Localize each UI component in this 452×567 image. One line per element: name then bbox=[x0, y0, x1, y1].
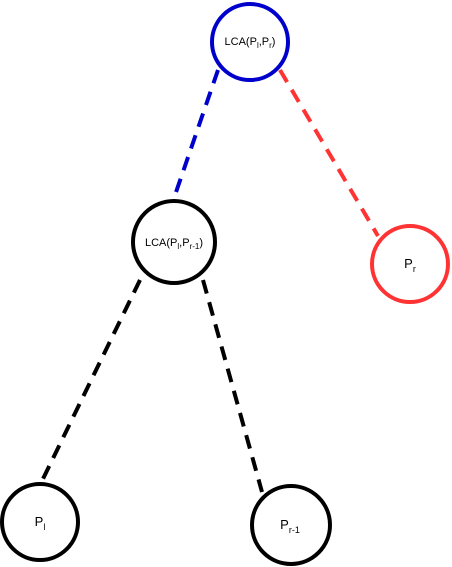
svg-text:LCA(Pl,Pr): LCA(Pl,Pr) bbox=[225, 36, 276, 50]
svg-text:Pr: Pr bbox=[404, 256, 416, 274]
edge-root-to-lca-mid bbox=[172, 69, 220, 199]
node-pr-minus-1: Pr-1 bbox=[250, 484, 332, 566]
edge-lca-mid-to-pl bbox=[38, 279, 142, 486]
node-pr: Pr bbox=[370, 224, 450, 304]
node-pl: Pl bbox=[0, 482, 80, 562]
svg-text:Pr-1: Pr-1 bbox=[280, 517, 300, 535]
edge-lca-mid-to-pr1 bbox=[201, 279, 264, 493]
svg-text:Pl: Pl bbox=[35, 514, 46, 532]
edge-root-to-pr bbox=[278, 68, 380, 238]
node-root-lca: LCA(Pl,Pr) bbox=[210, 2, 290, 82]
node-lca-mid: LCA(Pl,Pr-1) bbox=[131, 199, 217, 285]
svg-text:LCA(Pl,Pr-1): LCA(Pl,Pr-1) bbox=[145, 237, 203, 251]
